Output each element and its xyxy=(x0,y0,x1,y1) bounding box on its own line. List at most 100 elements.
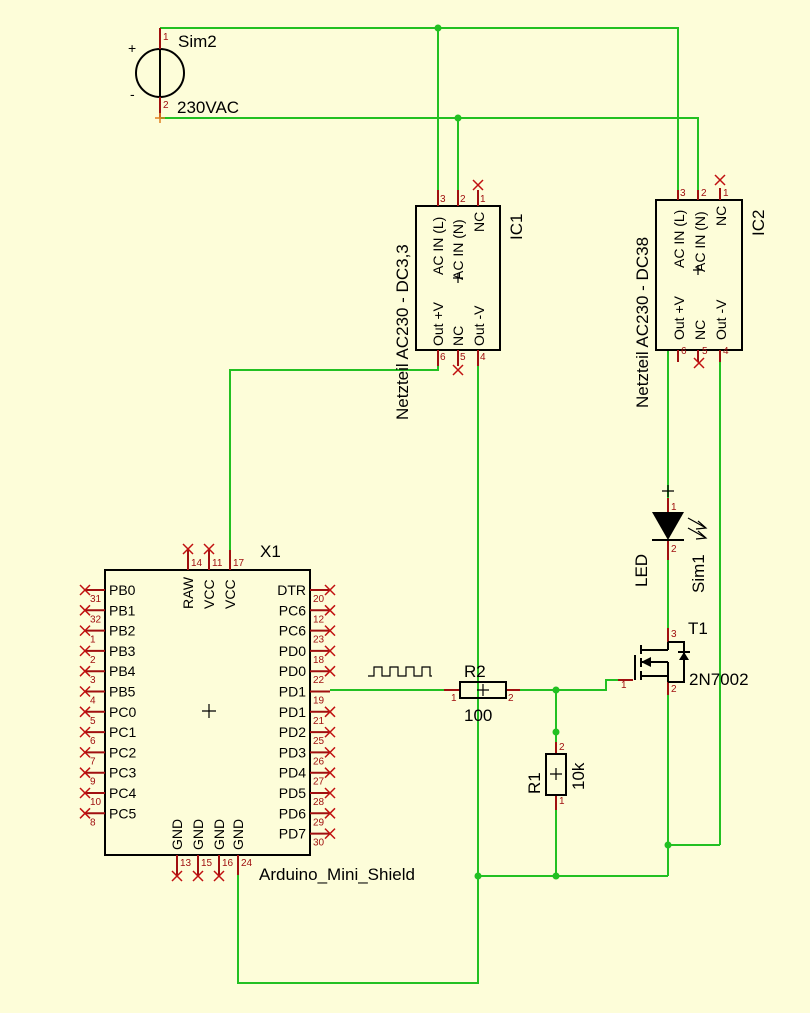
x1-pin-label: PB4 xyxy=(109,663,136,679)
led-value: Sim1 xyxy=(689,554,708,593)
x1-pin-label: VCC xyxy=(222,579,238,609)
x1-nc-x xyxy=(324,767,336,779)
x1-nc-x xyxy=(79,746,91,758)
ic2-pin3: 3 xyxy=(680,188,686,199)
x1-pin-pd3[interactable]: 26 PD3 xyxy=(279,744,336,767)
x1-pin-number: 16 xyxy=(222,858,234,869)
ic1-pin-nc: NC xyxy=(471,212,487,232)
x1-nc-x xyxy=(324,645,336,657)
t1-value: 2N7002 xyxy=(689,670,749,689)
x1-nc-x xyxy=(324,726,336,738)
ic1-pin-outneg: Out -V xyxy=(471,305,487,346)
ic1-pin-ac-n: AC IN (N) xyxy=(450,219,466,280)
r1-value: 10k xyxy=(569,762,588,790)
x1-nc-x xyxy=(79,665,91,677)
r1-body xyxy=(545,753,567,796)
x1-pin-number: 25 xyxy=(313,736,325,747)
wire-r2-gate xyxy=(520,679,618,691)
x1-pin-label: PC6 xyxy=(279,623,306,639)
x1-pin-number: 22 xyxy=(313,675,325,686)
resistor-r1[interactable]: 2 1 R1 10k xyxy=(525,742,588,810)
ic2-pin5: 5 xyxy=(702,346,708,357)
t1-pin3: 3 xyxy=(671,629,677,640)
ic1-pin2: 2 xyxy=(460,194,466,205)
x1-pin-gnd[interactable]: 15 GND xyxy=(190,819,213,882)
x1-nc-x xyxy=(79,726,91,738)
x1-nc-x xyxy=(79,604,91,616)
ac-source-sim2[interactable]: + - 1 2 Sim2 230VAC xyxy=(128,28,239,123)
x1-pin-number: 3 xyxy=(90,675,96,686)
wire-ac-line xyxy=(160,27,679,190)
x1-pin-label: RAW xyxy=(180,576,196,609)
x1-nc-x xyxy=(79,645,91,657)
x1-pin-number: 13 xyxy=(180,858,192,869)
x1-pin-number: 14 xyxy=(191,558,203,569)
x1-pin-label: PC3 xyxy=(109,765,136,781)
x1-pin-label: PD3 xyxy=(279,744,306,760)
x1-pin-label: PD5 xyxy=(279,785,306,801)
x1-pin-number: 18 xyxy=(313,655,325,666)
x1-pin-label: PB2 xyxy=(109,623,136,639)
r1-pin1: 1 xyxy=(559,796,565,807)
ic2-power-module[interactable]: 3 2 1 6 5 4 AC IN (L) AC IN (N) NC Out +… xyxy=(633,174,768,408)
ic2-nc-top-x xyxy=(714,174,726,186)
x1-pin-label: PC1 xyxy=(109,724,136,740)
junction xyxy=(454,114,462,122)
x1-value: Arduino_Mini_Shield xyxy=(259,865,415,884)
ic1-pin-ac-l: AC IN (L) xyxy=(430,217,446,275)
x1-nc-x xyxy=(192,870,204,882)
x1-pin-label: PB1 xyxy=(109,602,136,618)
ic1-nc-top-x xyxy=(472,179,484,191)
x1-nc-x xyxy=(324,706,336,718)
mosfet-t1[interactable]: 1 3 2 T1 2N7002 xyxy=(618,619,749,695)
x1-nc-x xyxy=(324,746,336,758)
x1-pin-number: 11 xyxy=(212,558,223,569)
x1-pin-label: GND xyxy=(190,819,206,850)
x1-pin-pc3[interactable]: 9 PC3 xyxy=(79,765,136,788)
ic1-pin-outpos: Out +V xyxy=(430,301,446,346)
x1-pin-number: 15 xyxy=(201,858,213,869)
x1-pin-number: 26 xyxy=(313,756,325,767)
ic2-pin-outpos: Out +V xyxy=(671,295,687,340)
x1-nc-x xyxy=(79,767,91,779)
x1-nc-x xyxy=(324,828,336,840)
ic1-pin5: 5 xyxy=(460,352,466,363)
resistor-r2[interactable]: 1 2 R2 100 xyxy=(444,662,520,725)
ic1-pin1: 1 xyxy=(480,194,486,205)
x1-pin-pb4[interactable]: 3 PB4 xyxy=(79,663,136,686)
led-sim1[interactable]: 1 2 LED Sim1 xyxy=(632,485,708,593)
ic1-power-module[interactable]: 3 2 1 6 5 4 AC IN (L) AC IN (N) NC Out +… xyxy=(393,179,526,420)
x1-nc-x xyxy=(324,584,336,596)
ic2-nc-bottom-x xyxy=(693,357,705,369)
x1-pin-number: 9 xyxy=(90,777,96,788)
